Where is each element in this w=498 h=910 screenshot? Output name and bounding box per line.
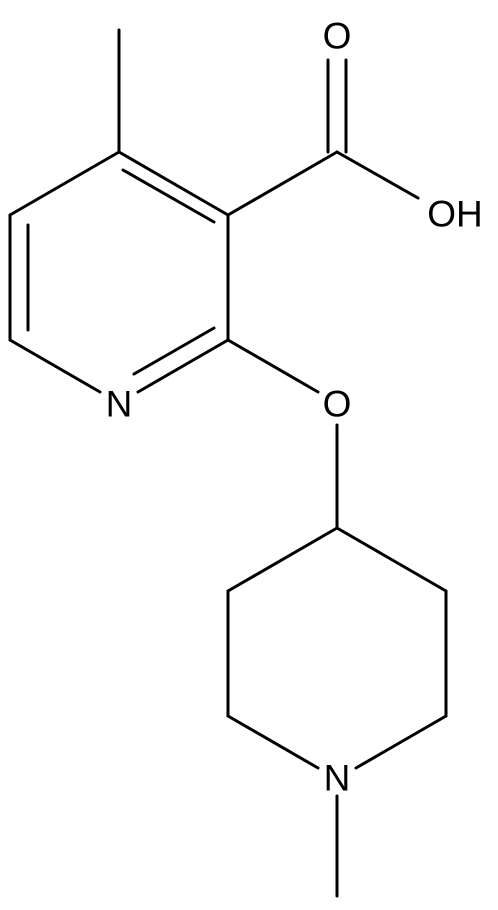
bond-c4-c3 xyxy=(117,150,230,217)
bond-c4-c5 xyxy=(8,150,121,217)
bond-c4-c3-double xyxy=(121,168,216,224)
bond-c6-n1 xyxy=(8,338,102,394)
bond-n1p-c6p xyxy=(226,714,320,770)
hydroxyl-label: OH xyxy=(427,194,483,235)
bonds xyxy=(8,28,448,898)
carbonyl-oxygen-label: O xyxy=(323,16,352,57)
atom-labels: O OH N O N xyxy=(106,16,483,799)
ether-oxygen-label: O xyxy=(323,384,352,425)
bond-n1-c2 xyxy=(136,338,230,394)
bond-n1-c2-double xyxy=(132,326,216,376)
bond-c-oh xyxy=(335,150,420,200)
pyridine-nitrogen-label: N xyxy=(106,384,133,425)
bond-c2-o xyxy=(226,338,320,394)
bond-c4p-c3p xyxy=(335,526,448,593)
piperidine-nitrogen-label: N xyxy=(324,758,351,799)
bond-c3-ccooh xyxy=(226,150,339,217)
bond-c5p-c4p xyxy=(226,526,339,593)
bond-c2p-n1p xyxy=(354,714,448,770)
